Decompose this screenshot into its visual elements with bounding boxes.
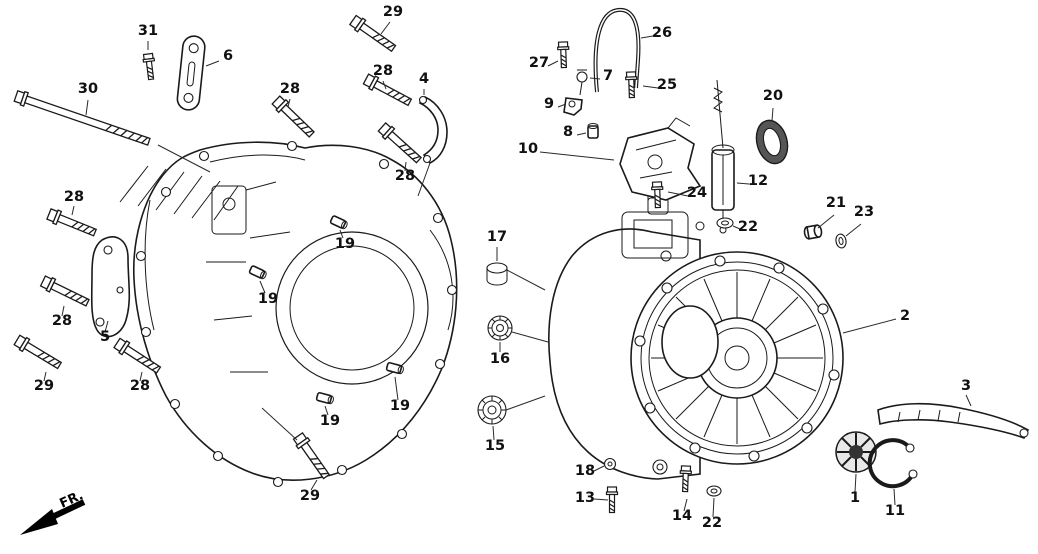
part-callout: 29: [34, 378, 54, 394]
part-callout: 5: [100, 329, 110, 345]
right-housing: [548, 197, 844, 480]
part-callout: 11: [885, 503, 905, 519]
part-callout: 28: [130, 378, 150, 394]
bracket-6: [176, 35, 206, 111]
dowel-19-a: [329, 215, 348, 230]
clamp-9: [563, 97, 583, 116]
bearing-15: [477, 395, 507, 425]
part-callout: 19: [390, 398, 410, 414]
part-callout: 3: [961, 378, 971, 394]
part-callout: 18: [575, 463, 595, 479]
fr-direction-indicator: FR.: [20, 488, 86, 535]
part-callout: 15: [485, 438, 505, 454]
case-bolt-holes: [634, 255, 840, 462]
bolt-28-e: [39, 274, 92, 310]
part-callout: 1: [850, 490, 860, 506]
bolt-14: [679, 465, 693, 493]
left-housing: [119, 140, 458, 488]
part-callout: 12: [748, 173, 768, 189]
washer-22-bottom: [706, 485, 722, 497]
part-callout: 9: [544, 96, 554, 112]
bolt-13: [605, 486, 619, 514]
part-callout: 2: [900, 308, 910, 324]
housing-ribs: [206, 181, 291, 373]
part-callout: 7: [603, 68, 613, 84]
oil-seal-20: [755, 119, 789, 165]
plug-17: [486, 262, 508, 286]
part-callout: 24: [687, 185, 707, 201]
clip-8: [587, 123, 599, 139]
fr-arrow-icon: [20, 509, 58, 535]
part-callout: 28: [395, 168, 415, 184]
speed-sensor-assembly-10: [619, 117, 702, 204]
bracket-4: [418, 95, 448, 165]
part-callout: 28: [52, 313, 72, 329]
leader-lines: [43, 21, 972, 518]
bolt-30: [13, 88, 152, 150]
bolt-29-top: [348, 13, 399, 55]
washer-22-top: [716, 217, 734, 229]
snap-ring-11: [867, 438, 918, 489]
part-callout: 28: [64, 189, 84, 205]
part-callout: 20: [763, 88, 783, 104]
bolt-31: [141, 52, 158, 81]
part-callout: 27: [529, 55, 549, 71]
part-callout: 19: [335, 236, 355, 252]
bolt-29-b: [12, 333, 64, 373]
part-callout: 23: [854, 204, 874, 220]
dowel-19-b: [248, 265, 267, 280]
part-callout: 8: [563, 124, 573, 140]
shift-tower: [621, 197, 705, 262]
part-callout: 29: [300, 488, 320, 504]
part-callout: 28: [280, 81, 300, 97]
level-gauge-3: [877, 402, 1030, 440]
part-callout: 22: [702, 515, 722, 531]
part-callout: 19: [320, 413, 340, 429]
side-gasket-5: [90, 236, 131, 338]
nut-21: [803, 224, 823, 240]
speedometer-gear-1: [835, 431, 877, 473]
part-callout: 30: [78, 81, 98, 97]
part-callout: 28: [373, 63, 393, 79]
washer-23: [835, 233, 847, 249]
part-callout: 31: [138, 23, 158, 39]
bolt-28-d: [45, 206, 99, 240]
control-shaft-12: [711, 79, 735, 234]
part-callout: 22: [738, 219, 758, 235]
bolt-27: [556, 41, 570, 69]
bolt-28-b: [270, 94, 318, 141]
joint-7: [576, 69, 588, 96]
dowel-19-c: [385, 361, 404, 375]
housing-bolt-holes: [135, 140, 458, 488]
breather-tube-26: [593, 7, 641, 93]
part-callout: 19: [258, 291, 278, 307]
part-callout: 26: [652, 25, 672, 41]
part-callout: 13: [575, 490, 595, 506]
part-callout: 16: [490, 351, 510, 367]
part-callout: 29: [383, 4, 403, 20]
dowel-19-d: [315, 391, 334, 405]
part-callout: 4: [419, 71, 429, 87]
part-callout: 10: [518, 141, 538, 157]
part-callout: 17: [487, 229, 507, 245]
part-callout: 14: [672, 508, 692, 524]
callout-labels: 29 31 6 28 4 27 7 26 25 9 8 10 20 30 28 …: [34, 4, 971, 531]
part-callout: 21: [826, 195, 846, 211]
ring-18: [603, 457, 617, 471]
drain-boss: [652, 459, 668, 475]
bearing-16: [487, 315, 513, 341]
part-callout: 6: [223, 48, 233, 64]
part-callout: 25: [657, 77, 677, 93]
